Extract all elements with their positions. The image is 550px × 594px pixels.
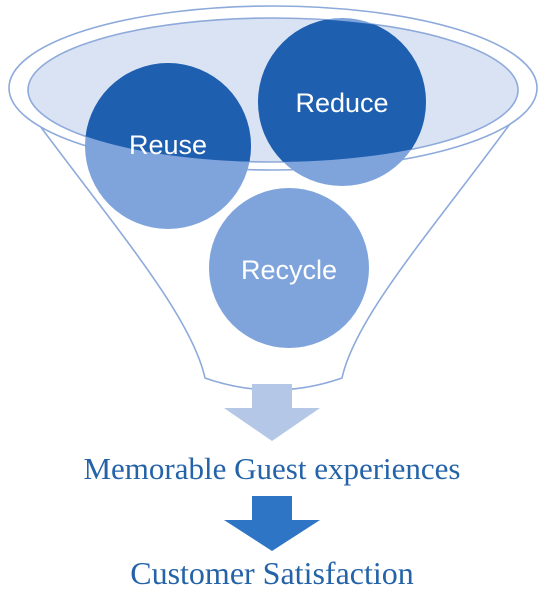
outcome-customer-satisfaction: Customer Satisfaction <box>130 555 414 591</box>
down-arrow-light <box>224 384 320 441</box>
down-arrow-dark <box>224 496 320 551</box>
recycle-label: Recycle <box>241 255 337 285</box>
reduce-label: Reduce <box>295 88 388 118</box>
reduce-circle-rim-portion <box>258 18 426 162</box>
reuse-label: Reuse <box>129 130 207 160</box>
outcome-memorable-guest-experiences: Memorable Guest experiences <box>83 451 460 486</box>
recycle-circle <box>209 188 369 348</box>
reuse-circle-rim-portion <box>85 63 251 162</box>
